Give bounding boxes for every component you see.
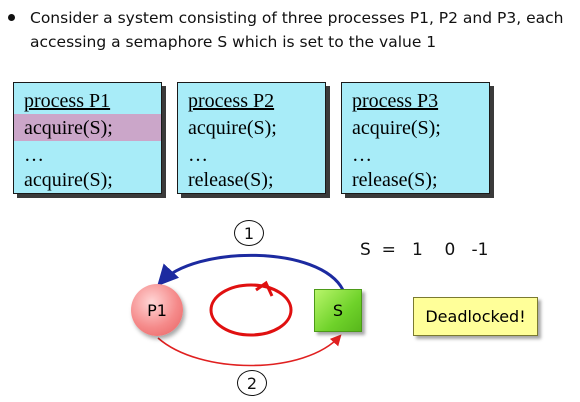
process-p3-box: process P3 acquire(S); … release(S); (341, 82, 490, 194)
bullet-point: Consider a system consisting of three pr… (8, 6, 568, 54)
process-p1-box: process P1 acquire(S); … acquire(S); (13, 82, 162, 194)
code-line: acquire(S); (352, 117, 441, 139)
code-line: … (24, 144, 44, 166)
step-2-marker: 2 (237, 370, 267, 396)
process-title: process P1 (24, 90, 111, 112)
code-line: acquire(S); (24, 169, 113, 191)
code-line: … (188, 144, 208, 166)
process-title: process P3 (352, 90, 439, 112)
process-title: process P2 (188, 90, 275, 112)
cycle-ellipse (209, 283, 293, 337)
bullet-text: Consider a system consisting of three pr… (30, 9, 564, 51)
code-line: … (352, 144, 372, 166)
bullet-marker (8, 14, 15, 21)
code-line: acquire(S); (188, 117, 277, 139)
step-1-marker: 1 (234, 220, 264, 246)
code-line: acquire(S); (24, 117, 113, 139)
cycle-arrowhead (255, 280, 274, 297)
process-p1-node: P1 (131, 284, 183, 336)
acquire-arrow-s-to-p1 (157, 253, 345, 291)
semaphore-values: S = 1 0 -1 (360, 240, 489, 260)
deadlocked-label: Deadlocked! (413, 297, 538, 336)
code-line: release(S); (188, 169, 274, 191)
process-p2-box: process P2 acquire(S); … release(S); (177, 82, 326, 194)
highlighted-line (14, 114, 161, 141)
code-line: release(S); (352, 169, 438, 191)
semaphore-s-node: S (314, 289, 362, 332)
request-arrow-p1-to-s (157, 334, 342, 367)
